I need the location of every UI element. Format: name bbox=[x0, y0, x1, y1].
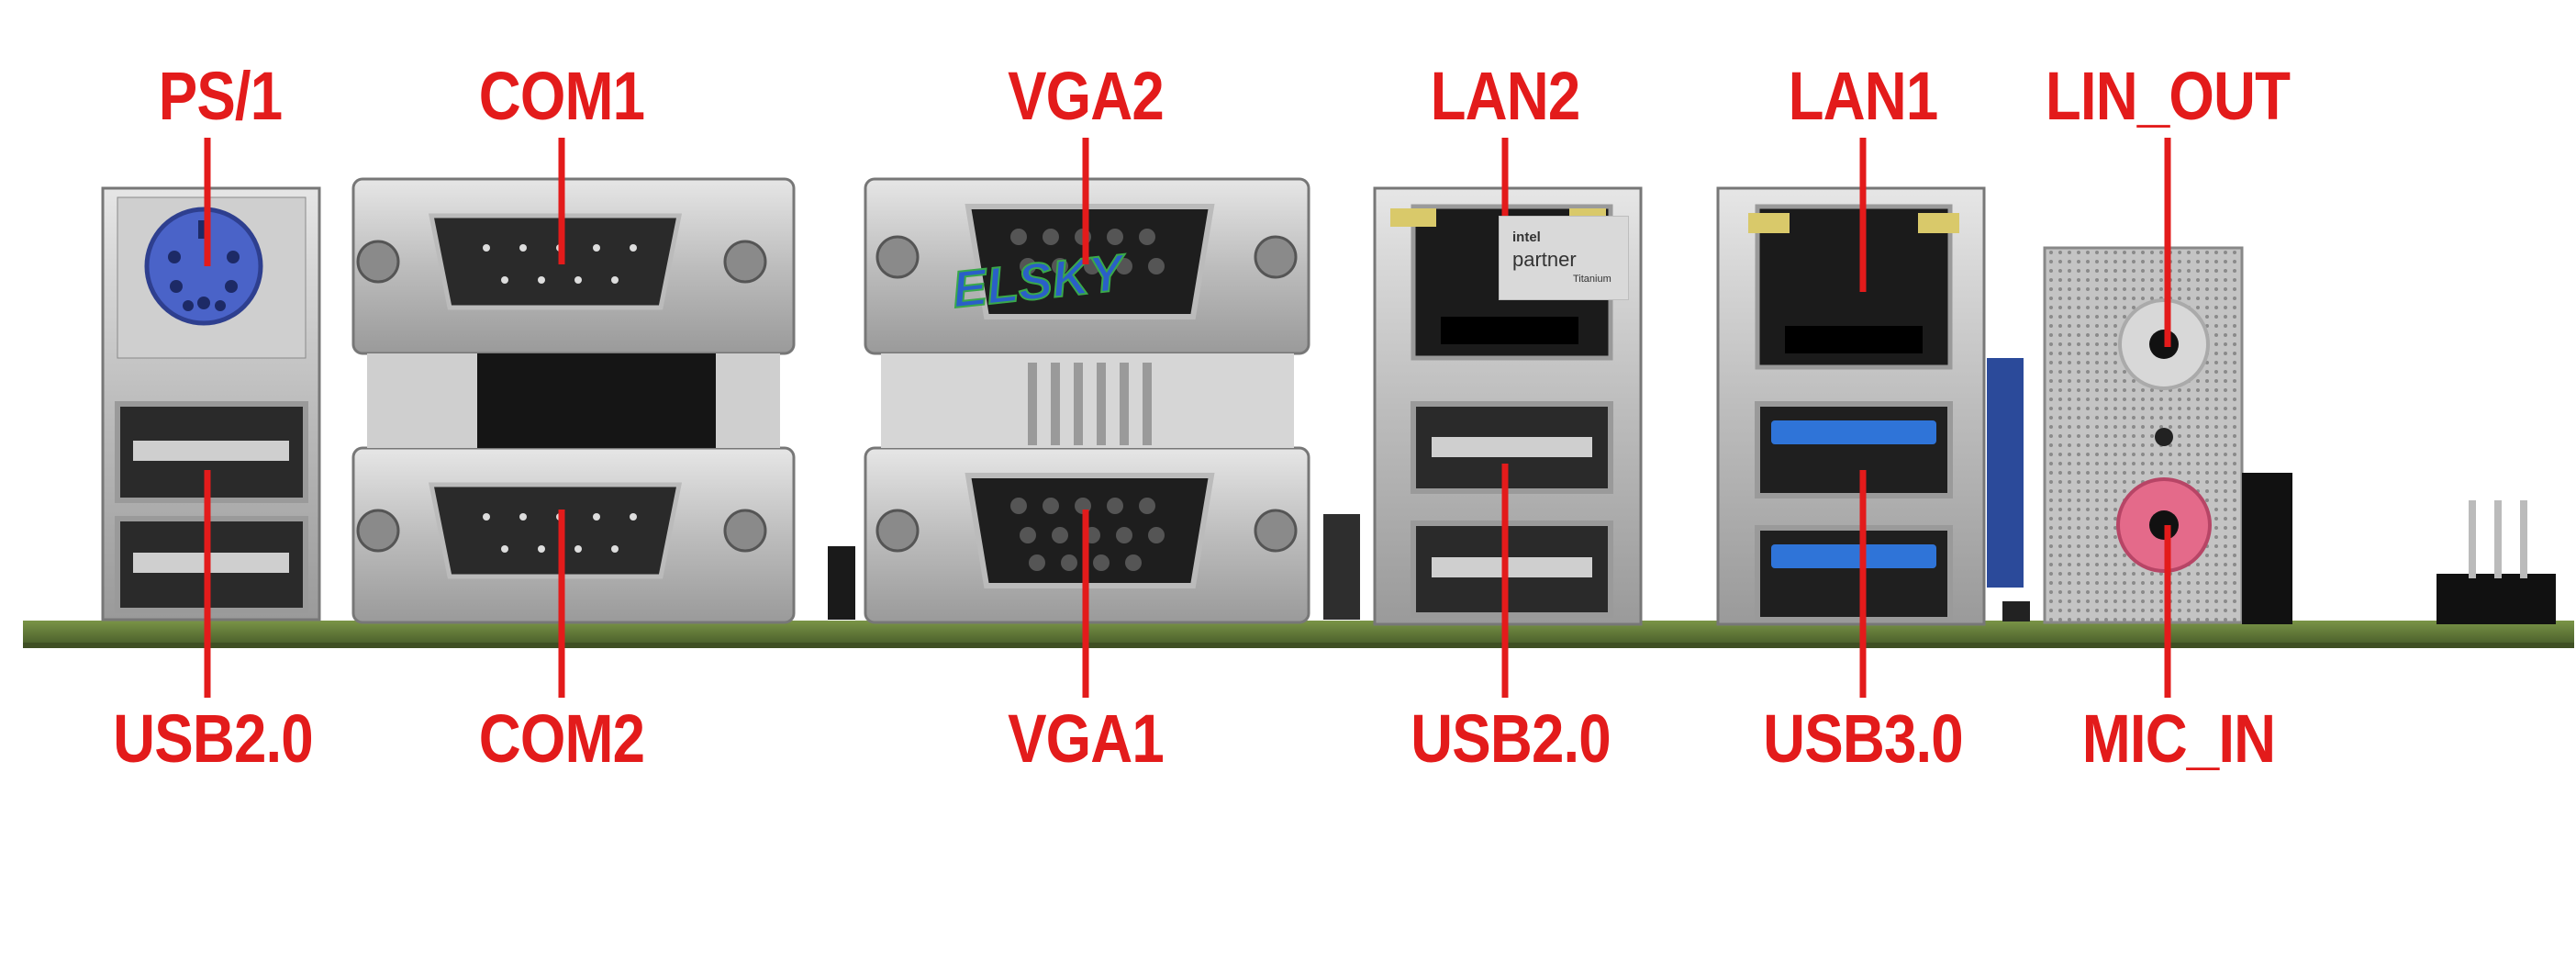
audio-jacks bbox=[1987, 246, 2292, 624]
badge-line: partner bbox=[1512, 248, 1577, 271]
com-block bbox=[351, 177, 796, 624]
badge-brand: intel bbox=[1512, 230, 1541, 245]
pin-header bbox=[2437, 500, 2556, 624]
label-lan1: LAN1 bbox=[1788, 58, 1939, 134]
label-lin-out: LIN_OUT bbox=[2045, 58, 2291, 134]
ps2-usb-stack bbox=[101, 186, 321, 621]
label-mic-in: MIC_IN bbox=[2081, 700, 2276, 777]
ps2-port bbox=[144, 207, 263, 326]
intel-partner-badge: intel partner Titanium bbox=[1499, 216, 1629, 300]
label-usb20-mid: USB2.0 bbox=[1411, 700, 1611, 777]
lan1-usb3-stack bbox=[1716, 186, 1986, 626]
label-com2: COM2 bbox=[478, 700, 645, 777]
label-lan2: LAN2 bbox=[1430, 58, 1581, 134]
label-usb20-left: USB2.0 bbox=[113, 700, 314, 777]
label-vga2: VGA2 bbox=[1008, 58, 1165, 134]
label-usb30: USB3.0 bbox=[1763, 700, 1964, 777]
label-com1: COM1 bbox=[478, 58, 645, 134]
badge-tier: Titanium bbox=[1573, 274, 1611, 285]
label-ps1: PS/1 bbox=[158, 58, 283, 134]
pcb-board bbox=[23, 621, 2574, 644]
label-vga1: VGA1 bbox=[1008, 700, 1165, 777]
leader-lines bbox=[204, 138, 2171, 698]
